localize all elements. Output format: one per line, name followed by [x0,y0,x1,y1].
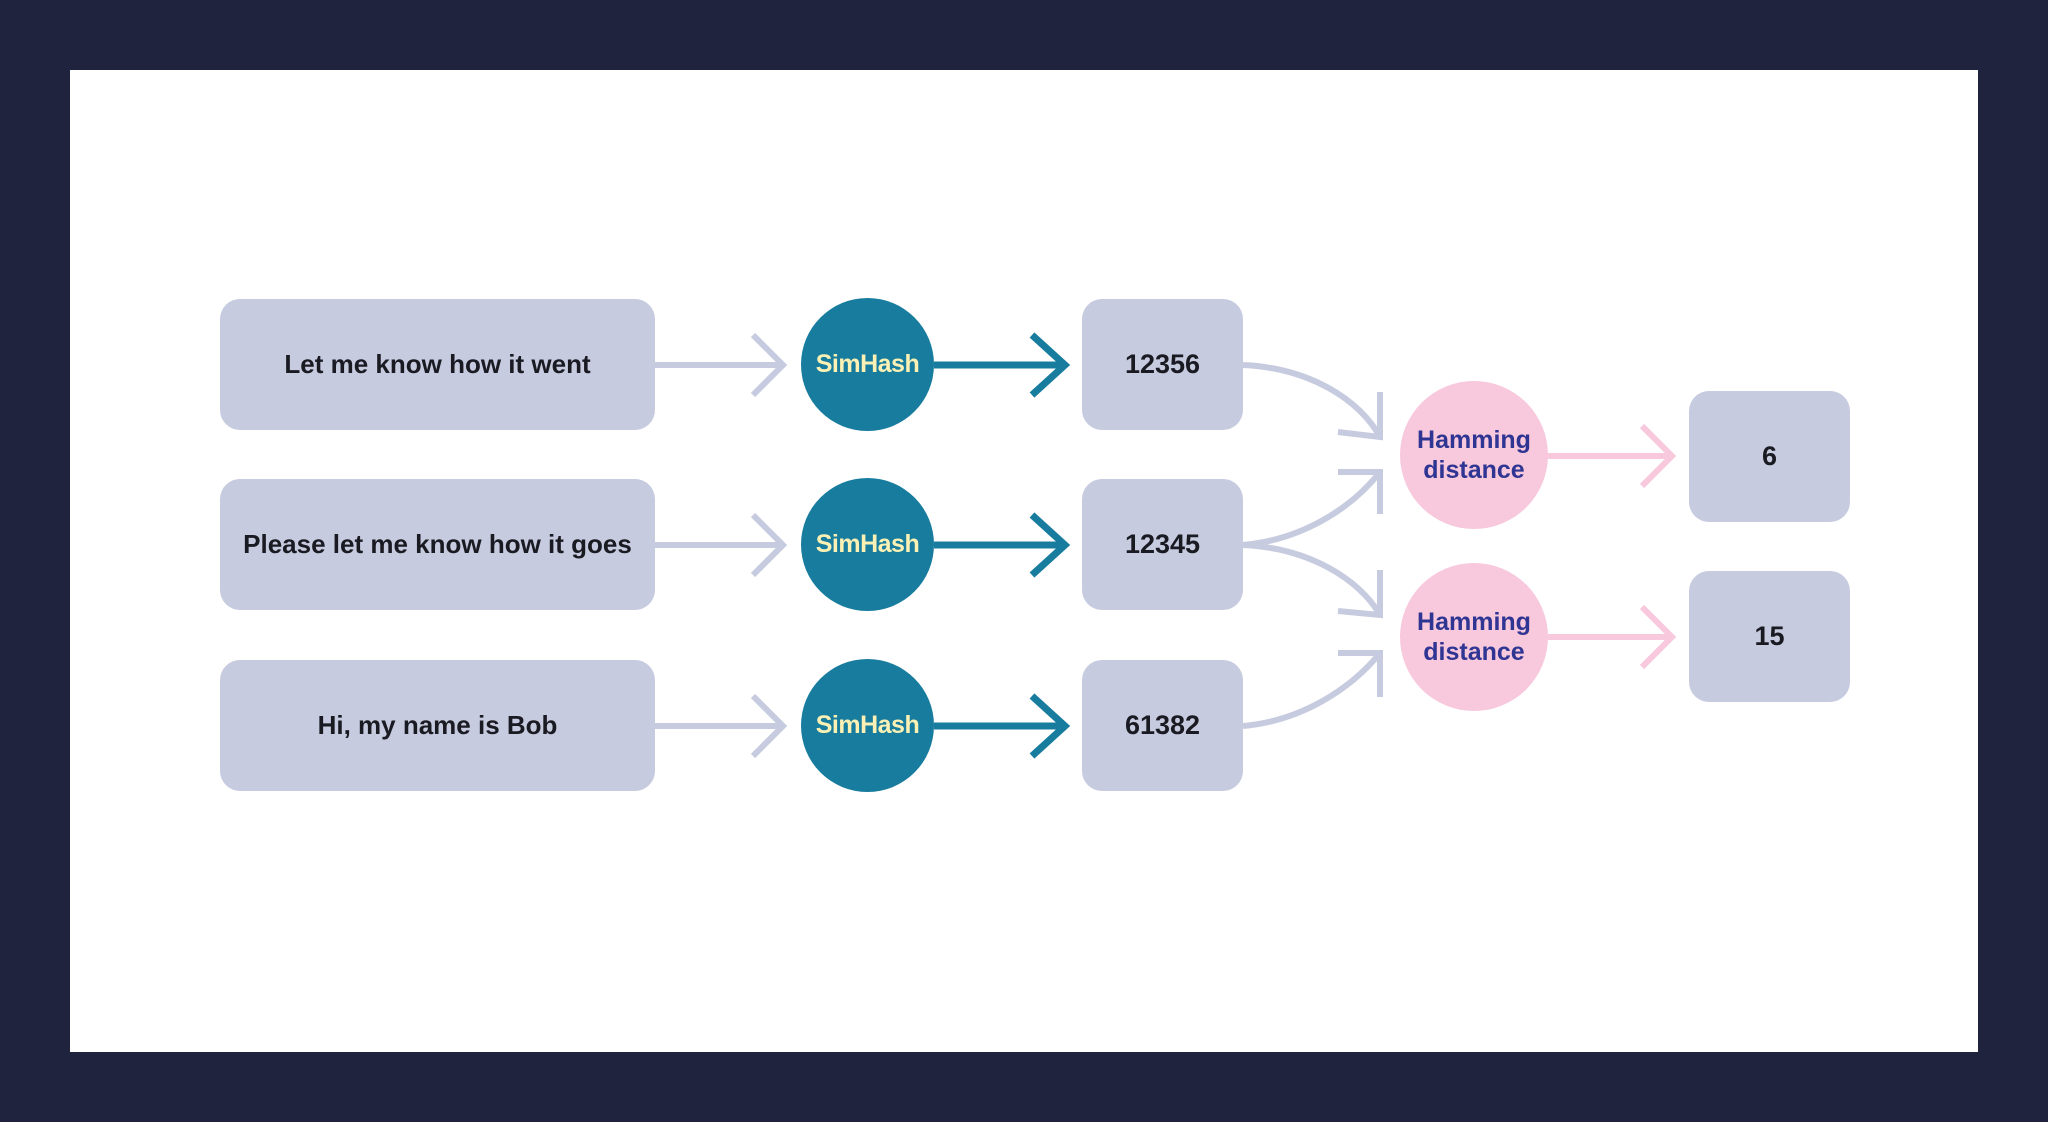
output-arrow-2 [1548,604,1677,670]
simhash-node-3: SimHash [801,659,934,792]
output-arrow-1 [1548,423,1677,489]
distance-result-box-2: 15 [1689,571,1850,702]
distance-result-1: 6 [1761,441,1778,471]
input-arrow-3 [655,693,788,759]
compare-arrow-1 [1242,362,1383,439]
compare-arrow-2-head [1338,469,1383,514]
hash-value-1: 12356 [1124,349,1201,379]
simhash-node-1: SimHash [801,298,934,431]
hamming-label-2: Hamming distance [1417,608,1531,666]
input-text-2: Please let me know how it goes [243,529,632,559]
compare-arrows [1242,362,1383,729]
hash-value-box-2: 12345 [1082,479,1243,610]
simhash-node-2: SimHash [801,478,934,611]
hash-arrow-3 [934,693,1071,759]
hash-arrow-1 [934,332,1071,398]
simhash-label-2: SimHash [815,530,920,558]
compare-arrow-3-head [1337,570,1383,619]
distance-result-box-1: 6 [1689,391,1850,522]
input-text-box-3: Hi, my name is Bob [220,660,655,791]
input-arrow-1 [655,332,788,398]
compare-arrow-1-head [1337,392,1383,441]
hash-value-2: 12345 [1124,529,1201,559]
hamming-node-2: Hamming distance [1400,563,1548,711]
input-text-1: Let me know how it went [284,349,591,379]
hamming-label-1: Hamming distance [1417,426,1531,484]
diagram-canvas: Let me know how it went Please let me kn… [70,70,1978,1052]
compare-arrow-2 [1242,470,1383,548]
input-text-box-2: Please let me know how it goes [220,479,655,610]
simhash-label-1: SimHash [815,350,920,378]
connector-layer [655,332,1677,759]
output-arrows [1548,423,1677,670]
input-arrows [655,332,788,759]
input-arrow-2 [655,512,788,578]
hash-value-box-1: 12356 [1082,299,1243,430]
hamming-node-1: Hamming distance [1400,381,1548,529]
compare-arrow-4 [1242,651,1383,729]
hash-arrow-2 [934,512,1071,578]
hash-value-3: 61382 [1124,710,1201,740]
hash-value-box-3: 61382 [1082,660,1243,791]
simhash-label-3: SimHash [815,711,920,739]
compare-arrow-4-head [1338,650,1383,697]
compare-arrow-3 [1242,542,1383,617]
distance-result-2: 15 [1754,621,1785,651]
input-text-3: Hi, my name is Bob [317,710,558,740]
input-text-box-1: Let me know how it went [220,299,655,430]
hash-arrows [934,332,1071,759]
